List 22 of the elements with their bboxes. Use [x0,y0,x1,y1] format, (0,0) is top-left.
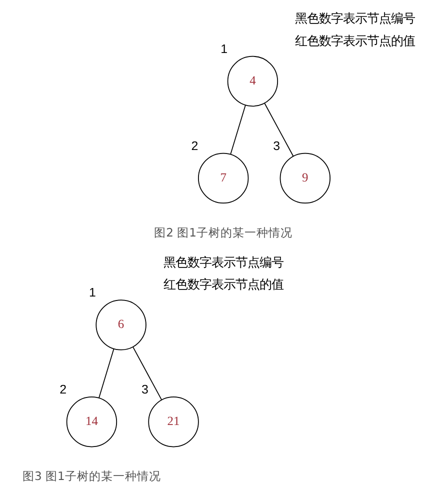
node-circle: 7 [197,152,248,204]
connector [98,348,114,398]
label: 图3 图1子树的某一种情况 [22,469,160,484]
node-circle: 14 [66,396,117,448]
node-circle: 21 [148,396,198,448]
node-label: 1 [88,286,96,300]
label: 红色数字表示节点的值 [162,276,283,292]
connector [230,104,246,155]
node-label: 3 [141,382,148,397]
label: 黑色数字表示节点编号 [294,10,414,26]
node-label: 2 [190,138,198,153]
label: 图2 图1子树的某一种情况 [154,225,292,240]
connector [132,346,162,400]
connector [264,102,294,157]
node-circle: 6 [95,300,146,350]
node-label: 3 [272,138,280,153]
label: 黑色数字表示节点编号 [162,254,283,270]
node-label: 1 [220,42,228,56]
node-circle: 4 [226,56,278,107]
label: 红色数字表示节点的值 [294,32,414,48]
node-circle: 9 [279,152,330,204]
node-label: 2 [59,382,66,397]
